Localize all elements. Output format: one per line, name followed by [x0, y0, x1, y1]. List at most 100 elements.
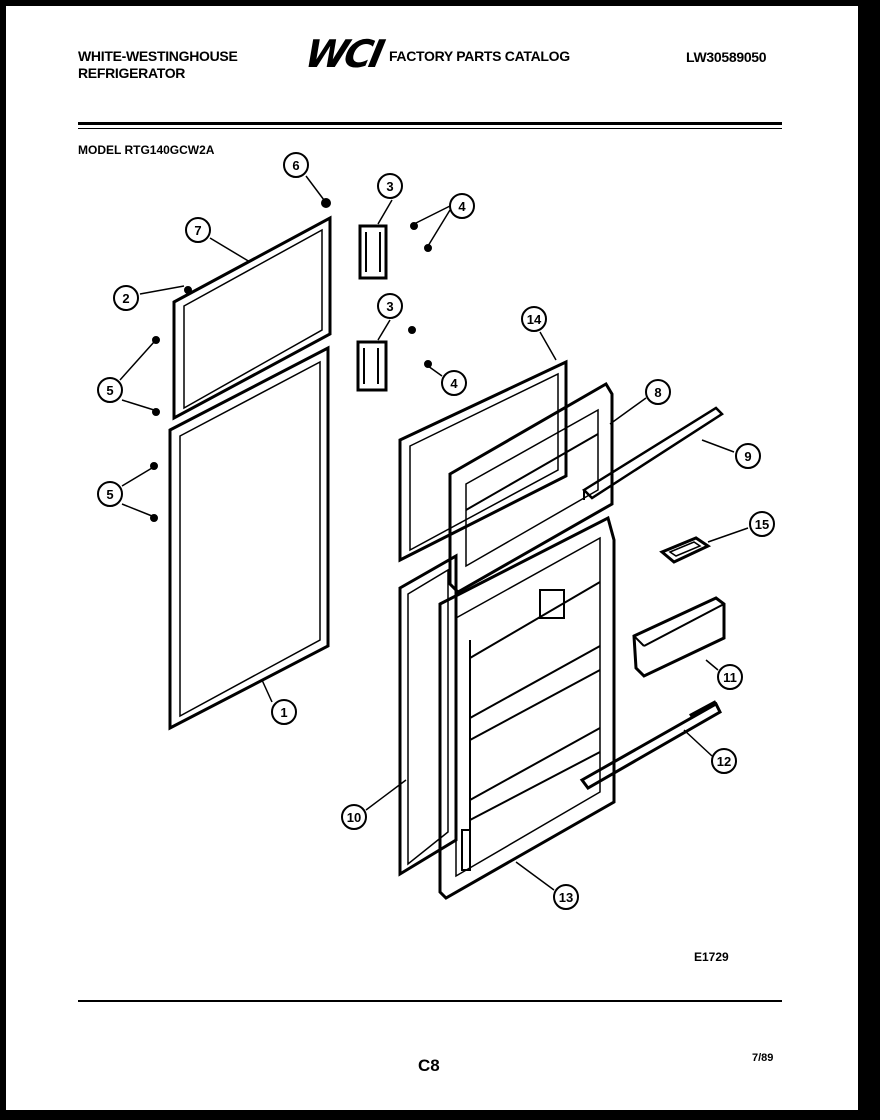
callout-5: 5: [97, 467, 153, 517]
callout-14: 14: [521, 306, 557, 361]
lower-hinge: [356, 340, 388, 392]
callout-circle: [341, 804, 367, 830]
callout-number: 11: [723, 670, 737, 685]
callout-15: 15: [707, 511, 775, 543]
footer-rule: [78, 1000, 782, 1002]
callout-7: 7: [185, 217, 251, 263]
callout-circle: [449, 193, 475, 219]
callout-number: 5: [106, 383, 113, 398]
door-shelf-rail: [579, 700, 722, 790]
callout-leader-line: [261, 679, 273, 703]
freezer-door-liner: [448, 381, 614, 594]
callout-13: 13: [515, 861, 579, 910]
callout-leader-line: [701, 439, 735, 453]
callout-5: 5: [97, 341, 155, 411]
callout-circle: [711, 748, 737, 774]
brand-block: WHITE-WESTINGHOUSE REFRIGERATOR: [78, 48, 238, 82]
callout-circle: [97, 481, 123, 507]
callout-9: 9: [701, 439, 761, 469]
callout-6: 6: [283, 152, 325, 201]
callout-3: 3: [377, 293, 403, 341]
callout-leader-line: [609, 397, 647, 425]
callout-leader-line: [119, 341, 155, 381]
callout-circle: [717, 664, 743, 690]
upper-hinge: [358, 224, 388, 280]
callout-circle: [377, 293, 403, 319]
callout-circle: [97, 377, 123, 403]
callout-number: 6: [292, 158, 299, 173]
callout-circle: [553, 884, 579, 910]
freezer-inner-gasket: [398, 359, 568, 563]
callout-leader-line: [413, 205, 451, 225]
callout-number: 3: [386, 179, 393, 194]
callout-circle: [441, 370, 467, 396]
callout-number: 2: [122, 291, 129, 306]
callout-number: 8: [654, 385, 661, 400]
callout-leader-line: [427, 365, 443, 377]
header-rule-bottom: [78, 128, 782, 129]
page-number: C8: [418, 1056, 440, 1075]
catalog-header: WCI FACTORY PARTS CATALOG: [301, 32, 570, 76]
product-type: REFRIGERATOR: [78, 65, 186, 81]
callout-number: 14: [527, 312, 542, 327]
callout-leader-line: [683, 729, 713, 757]
callout-leader-line: [365, 779, 407, 811]
callout-number: 13: [559, 890, 573, 905]
callout-number: 3: [386, 299, 393, 314]
callout-number: 10: [347, 810, 361, 825]
part-drawings: [150, 198, 726, 900]
callout-number: 4: [450, 376, 458, 391]
callout-circle: [645, 379, 671, 405]
callout-3: 3: [377, 173, 403, 225]
callout-number: 1: [280, 705, 287, 720]
header-rule-top: [78, 122, 782, 125]
freezer-shelf-rail: [582, 406, 724, 500]
callout-circle: [521, 306, 547, 332]
callout-8: 8: [609, 379, 671, 425]
callout-leader-line: [121, 503, 153, 517]
callout-circle: [185, 217, 211, 243]
callout-circle: [271, 699, 297, 725]
callout-10: 10: [341, 779, 407, 830]
callout-leader-line: [707, 527, 749, 543]
callout-leader-line: [539, 331, 557, 361]
callout-leader-line: [705, 659, 719, 671]
callout-1: 1: [261, 679, 297, 725]
callout-leader-line: [515, 861, 555, 891]
callout-circle: [735, 443, 761, 469]
catalog-date: 7/89: [752, 1052, 774, 1064]
callout-circle: [377, 173, 403, 199]
callout-number: 4: [458, 199, 466, 214]
callout-leader-line: [121, 399, 155, 411]
callout-leader-line: [427, 209, 451, 247]
callout-circle: [749, 511, 775, 537]
fresh-food-inner-gasket: [398, 553, 458, 877]
callout-2: 2: [113, 285, 185, 311]
callout-leader-line: [305, 175, 325, 201]
callout-number: 12: [717, 754, 731, 769]
catalog-number: LW30589050: [686, 49, 767, 65]
callout-number: 5: [106, 487, 113, 502]
callout-circle: [113, 285, 139, 311]
screws: [150, 198, 432, 522]
dairy-door-tray: [659, 536, 712, 564]
callout-4: 4: [413, 193, 475, 247]
callout-leader-line: [121, 467, 153, 487]
brand-name: WHITE-WESTINGHOUSE: [78, 48, 238, 64]
door-shelf: [632, 596, 726, 678]
model-label: MODEL RTG140GCW2A: [78, 143, 215, 157]
callout-leader-line: [377, 199, 393, 225]
callout-number: 15: [755, 517, 769, 532]
callout-4: 4: [427, 365, 467, 396]
callout-circle: [283, 152, 309, 178]
callout-leader-line: [139, 285, 185, 295]
illustration-reference: E1729: [694, 950, 729, 964]
fresh-food-door-liner: [438, 515, 616, 900]
callout-number: 9: [744, 449, 751, 464]
callout-leader-line: [209, 237, 251, 263]
callout-leader-line: [377, 319, 391, 341]
catalog-title: FACTORY PARTS CATALOG: [388, 48, 570, 64]
callout-12: 12: [683, 729, 737, 774]
